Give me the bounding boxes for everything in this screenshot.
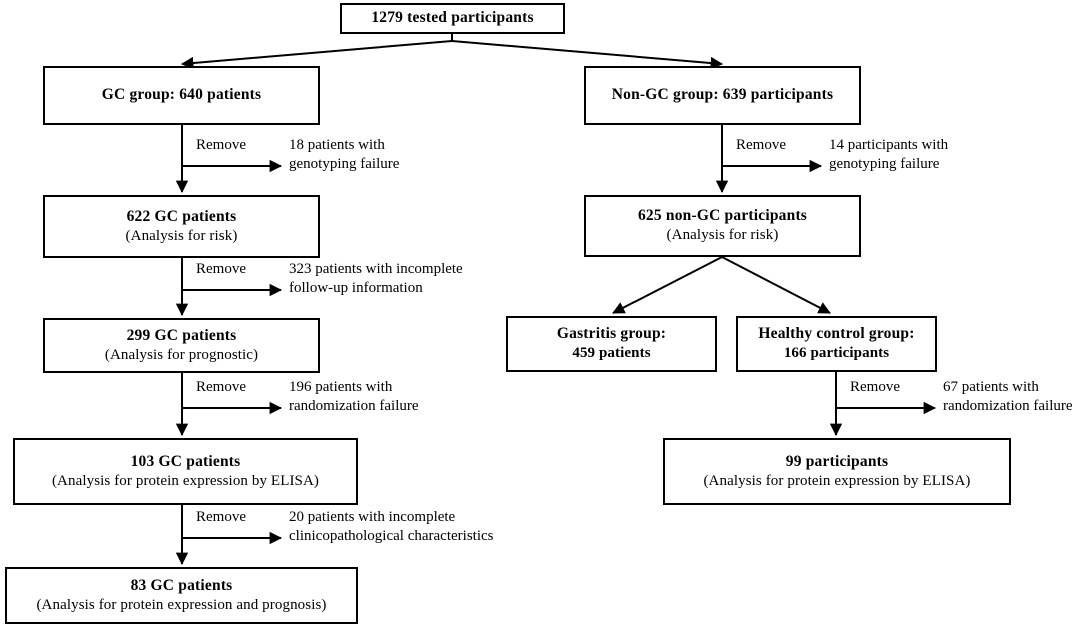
- exclusion-gc-followup-line2: follow-up information: [289, 279, 423, 296]
- node-participants-99-detail: (Analysis for protein expression by ELIS…: [703, 472, 971, 489]
- node-gc-83-detail: (Analysis for protein expression and pro…: [36, 596, 327, 613]
- node-healthy-control: Healthy control group: 166 participants: [736, 316, 937, 372]
- exclusion-nongc-genotyping-line2: genotyping failure: [829, 155, 940, 172]
- remove-label-healthy-randomization: Remove: [850, 379, 900, 395]
- node-gc-622: 622 GC patients (Analysis for risk): [43, 195, 320, 258]
- node-participants-99-count: 99 participants: [785, 452, 889, 470]
- node-gastritis-title: Gastritis group:: [556, 325, 667, 343]
- exclusion-gc-followup-line1: 323 patients with incomplete: [289, 261, 463, 277]
- exclusion-healthy-randomization-line1: 67 patients with: [943, 379, 1039, 395]
- exclusion-gc-genotyping-line1: 18 patients with: [289, 137, 385, 153]
- connector-nongc-to-625: [715, 125, 822, 193]
- remove-label-gc-randomization: Remove: [196, 379, 246, 395]
- node-root-label: 1279 tested participants: [371, 9, 534, 27]
- exclusion-gc-randomization-line2: randomization failure: [289, 397, 419, 414]
- exclusion-gc-followup: 323 patients with incomplete follow-up i…: [289, 260, 463, 298]
- node-gc-83-count: 83 GC patients: [130, 576, 233, 594]
- remove-label-gc-clinicopath: Remove: [196, 509, 246, 525]
- remove-label-gc-followup: Remove: [196, 261, 246, 277]
- node-gc-622-count: 622 GC patients: [126, 207, 237, 225]
- connector-625-to-gastritis: [612, 256, 723, 314]
- exclusion-gc-randomization-line1: 196 patients with: [289, 379, 393, 395]
- node-gastritis-count: 459 patients: [572, 345, 651, 362]
- exclusion-gc-clinicopath-line1: 20 patients with incomplete: [289, 509, 456, 525]
- node-root: 1279 tested participants: [340, 3, 565, 34]
- node-gc-103-count: 103 GC patients: [130, 452, 241, 470]
- node-gc-299: 299 GC patients (Analysis for prognostic…: [43, 318, 320, 373]
- remove-label-gc-genotyping: Remove: [196, 137, 246, 153]
- node-nongc-group-label: Non-GC group: 639 participants: [611, 86, 834, 104]
- connector-625-to-healthy: [721, 256, 831, 314]
- node-gc-103: 103 GC patients (Analysis for protein ex…: [13, 438, 358, 505]
- node-gc-299-count: 299 GC patients: [126, 326, 237, 344]
- node-nongc-625: 625 non-GC participants (Analysis for ri…: [584, 195, 861, 257]
- exclusion-healthy-randomization: 67 patients with randomization failure: [943, 378, 1073, 416]
- exclusion-nongc-genotyping-line1: 14 participants with: [829, 137, 949, 153]
- node-participants-99: 99 participants (Analysis for protein ex…: [663, 438, 1011, 505]
- node-gc-622-detail: (Analysis for risk): [125, 227, 238, 244]
- node-nongc-625-detail: (Analysis for risk): [666, 227, 779, 244]
- exclusion-gc-randomization: 196 patients with randomization failure: [289, 378, 419, 416]
- exclusion-gc-genotyping-line2: genotyping failure: [289, 155, 400, 172]
- exclusion-nongc-genotyping: 14 participants with genotyping failure: [829, 136, 948, 174]
- connector-gc-to-622: [175, 125, 282, 193]
- exclusion-gc-genotyping: 18 patients with genotyping failure: [289, 136, 399, 174]
- node-gc-103-detail: (Analysis for protein expression by ELIS…: [51, 472, 320, 489]
- node-nongc-625-count: 625 non-GC participants: [637, 207, 808, 225]
- exclusion-gc-clinicopath-line2: clinicopathological characteristics: [289, 527, 494, 544]
- exclusion-healthy-randomization-line2: randomization failure: [943, 397, 1073, 414]
- node-nongc-group: Non-GC group: 639 participants: [584, 66, 861, 125]
- node-gc-group: GC group: 640 patients: [43, 66, 320, 125]
- node-gc-group-label: GC group: 640 patients: [101, 86, 262, 104]
- connector-root-to-nongc: [451, 40, 723, 70]
- connector-root-to-gc: [181, 34, 453, 70]
- node-gc-83: 83 GC patients (Analysis for protein exp…: [5, 567, 358, 624]
- node-healthy-control-count: 166 participants: [783, 345, 890, 362]
- node-healthy-control-title: Healthy control group:: [758, 325, 915, 343]
- exclusion-gc-clinicopath: 20 patients with incomplete clinicopatho…: [289, 508, 494, 546]
- node-gastritis: Gastritis group: 459 patients: [506, 316, 717, 372]
- remove-label-nongc-genotyping: Remove: [736, 137, 786, 153]
- node-gc-299-detail: (Analysis for prognostic): [104, 346, 259, 363]
